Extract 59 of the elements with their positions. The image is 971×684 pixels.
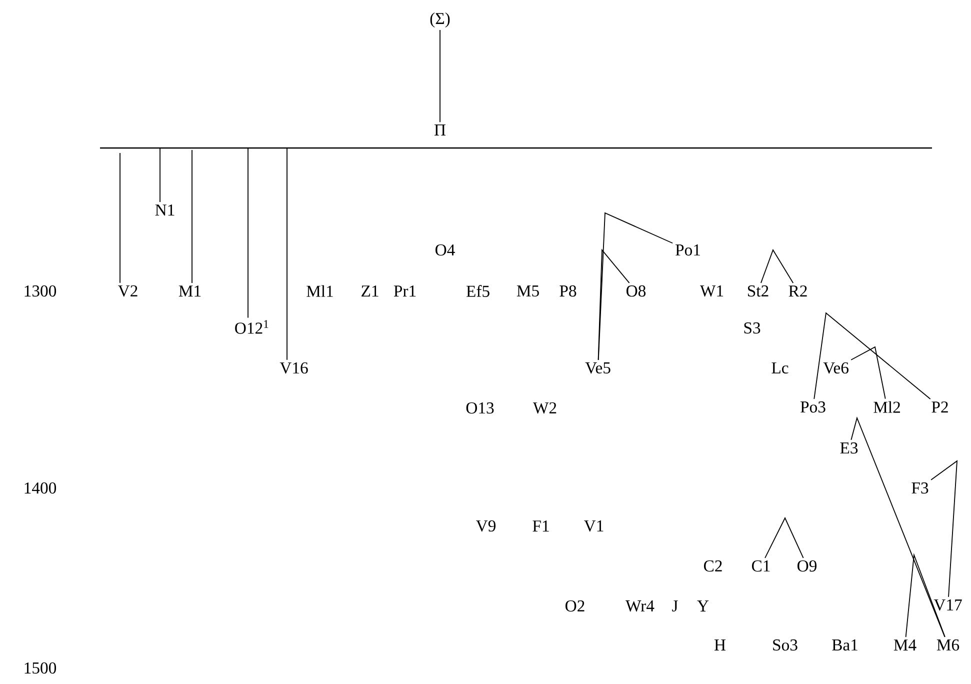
- stemma-line: [760, 248, 794, 284]
- siglum: V16: [280, 362, 308, 374]
- siglum: C1: [752, 560, 770, 572]
- siglum: Ba1: [832, 639, 858, 651]
- siglum: Ml2: [874, 401, 900, 413]
- siglum: O8: [626, 285, 646, 297]
- siglum: W2: [533, 402, 556, 414]
- stemma-line: [905, 552, 946, 638]
- siglum: M1: [178, 286, 201, 296]
- siglum: Π: [434, 124, 446, 136]
- stemma-line: [850, 416, 946, 638]
- siglum: F1: [532, 520, 549, 532]
- year-label: 1400: [24, 482, 56, 494]
- stemma-line: [814, 312, 931, 400]
- siglum: P2: [932, 401, 948, 412]
- siglum: Ef5: [466, 285, 490, 297]
- siglum: V2: [118, 285, 138, 297]
- siglum: O9: [798, 560, 816, 572]
- siglum: Ve5: [585, 362, 610, 374]
- siglum: R2: [788, 285, 807, 296]
- siglum: J: [672, 600, 678, 612]
- siglum: O13: [466, 402, 494, 414]
- siglum: V17: [934, 599, 962, 611]
- siglum: V1: [584, 520, 604, 532]
- stemma-line: [598, 212, 674, 360]
- year-label: 1500: [24, 662, 56, 674]
- siglum: Pr1: [394, 286, 416, 296]
- year-label: 1300: [24, 285, 56, 297]
- siglum: E3: [840, 442, 858, 454]
- siglum: Z1: [362, 286, 378, 296]
- siglum: Ml1: [306, 285, 333, 297]
- siglum: Y: [697, 600, 709, 612]
- stemma-line: [598, 248, 630, 360]
- siglum: (Σ): [430, 12, 450, 28]
- stemma-line: [286, 148, 288, 360]
- siglum: So3: [773, 639, 798, 651]
- siglum: P8: [560, 285, 576, 297]
- stemma-line: [850, 346, 886, 400]
- siglum: W1: [700, 285, 724, 297]
- siglum: Ve6: [823, 362, 848, 374]
- siglum: St2: [748, 285, 768, 297]
- siglum: O4: [436, 244, 455, 256]
- siglum: C2: [704, 560, 722, 572]
- siglum: Wr4: [626, 600, 654, 612]
- siglum: N1: [155, 204, 174, 216]
- stemma-line: [764, 516, 804, 558]
- siglum: S3: [744, 322, 760, 334]
- siglum: O12$^{1}$: [235, 320, 268, 334]
- siglum: Po3: [800, 401, 826, 413]
- siglum: F3: [912, 482, 928, 494]
- siglum: O2: [566, 600, 584, 612]
- siglum: M4: [894, 640, 916, 650]
- stemma-line: [930, 460, 958, 598]
- siglum: Lc: [772, 362, 788, 374]
- siglum: M5: [516, 285, 539, 297]
- siglum: H: [714, 640, 726, 650]
- siglum: Po1: [676, 244, 700, 256]
- siglum: M6: [936, 639, 960, 651]
- siglum: V9: [476, 520, 496, 532]
